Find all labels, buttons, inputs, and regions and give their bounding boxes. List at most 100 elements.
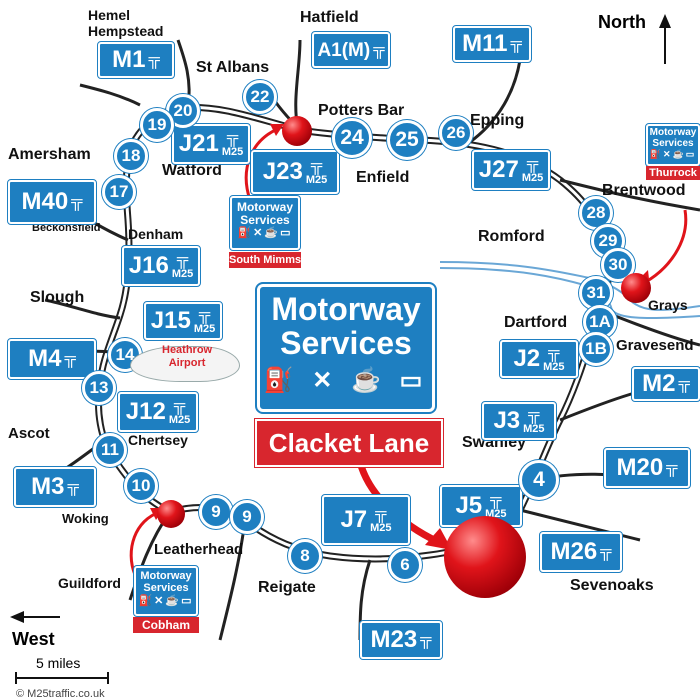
sign-j7: J7╦M25	[321, 494, 411, 546]
services-facilities-icons: ⛽ ✕ ☕ ▭	[263, 367, 429, 395]
services-line2: Services	[280, 324, 412, 361]
j15-label: J15	[150, 307, 191, 334]
motorway-icon: ╦	[548, 344, 560, 361]
sign-m1: M1╦	[97, 41, 175, 79]
services-line2: Services	[240, 212, 290, 227]
m1-label: M1	[112, 46, 146, 73]
sign-j5: J5╦M25	[439, 484, 523, 528]
junction-18: 18	[114, 139, 148, 173]
motorway-icon: ╦	[373, 41, 385, 58]
motorway-icon: ╦	[173, 397, 186, 414]
m25-label: M25	[305, 174, 328, 186]
service-dot-clacket-lane[interactable]	[444, 516, 526, 598]
town-st-albans: St Albans	[196, 59, 270, 76]
junction-10: 10	[124, 469, 158, 503]
services-facilities-icons: ⛽✕☕▭	[649, 149, 697, 159]
sign-j12: J12 ╦M25	[117, 391, 199, 433]
heathrow-line1: Heathrow	[162, 344, 213, 356]
motorway-icon: ╦	[198, 306, 211, 323]
services-sign-cobham: Motorway Services ⛽✕☕▭	[133, 565, 199, 617]
sign-m20: M20╦	[603, 447, 691, 489]
town-sevenoaks: Sevenoaks	[570, 577, 654, 594]
junction-9b: 9	[230, 500, 264, 534]
compass-west: West	[12, 629, 55, 649]
town-hatfield: Hatfield	[300, 9, 359, 26]
j5-label: J5	[455, 492, 483, 519]
junction-26: 26	[439, 116, 473, 150]
services-name-south-mimms: South Mimms	[229, 252, 302, 268]
sign-j23: J23 ╦M25	[250, 149, 340, 195]
town-hemel: Hemel	[88, 7, 131, 23]
town-slough: Slough	[30, 289, 85, 306]
m25-label: M25	[168, 414, 191, 426]
service-dot-cobham[interactable]	[157, 500, 185, 528]
town-watford: Watford	[162, 162, 222, 179]
j23-label: J23	[262, 158, 303, 185]
town-potters-bar: Potters Bar	[318, 102, 405, 119]
heathrow-line2: Airport	[168, 357, 206, 369]
heathrow-label: Heathrow Airport	[162, 344, 212, 370]
j3-label: J3	[493, 407, 521, 434]
sign-j21: J21╦M25	[171, 123, 251, 165]
junction-17: 17	[102, 175, 136, 209]
junction-25: 25	[387, 120, 427, 160]
sign-j3: J3╦M25	[481, 401, 557, 441]
sign-a1m: A1(M)╦	[311, 31, 391, 69]
compass-north: North	[598, 12, 646, 32]
m25-label: M25	[193, 323, 216, 335]
service-dot-thurrock[interactable]	[621, 273, 651, 303]
junction-4: 4	[519, 460, 559, 500]
services-sign-large: Motorway Services ⛽ ✕ ☕ ▭	[255, 282, 437, 414]
m25-label: M25	[521, 172, 544, 184]
sign-j16: J16╦M25	[121, 245, 201, 287]
j12-label: J12	[125, 398, 166, 425]
motorway-icon: ╦	[526, 155, 539, 172]
scale-label: 5 miles	[36, 655, 81, 671]
m11-label: M11	[462, 30, 508, 57]
sign-m11: M11╦	[452, 25, 532, 63]
sign-m4: M4╦	[7, 338, 97, 380]
junction-19: 19	[140, 108, 174, 142]
services-line1: Motorway	[140, 570, 192, 582]
motorway-icon: ╦	[226, 129, 239, 146]
m40-label: M40	[21, 188, 69, 215]
sign-m40: M40╦	[7, 179, 97, 225]
motorway-icon: ╦	[148, 51, 160, 68]
services-sign-south-mimms: Motorway Services ⛽✕☕▭	[229, 195, 301, 251]
motorway-icon: ╦	[310, 157, 323, 174]
m2-label: M2	[642, 370, 676, 397]
m4-label: M4	[28, 345, 62, 372]
town-denham: Denham	[128, 226, 184, 242]
town-epping: Epping	[470, 112, 525, 129]
services-name-cobham: Cobham	[133, 617, 199, 633]
services-name-thurrock: Thurrock	[646, 166, 700, 180]
motorway-icon: ╦	[666, 459, 678, 476]
a1m-label: A1(M)	[317, 39, 371, 61]
m25-label: M25	[485, 508, 507, 520]
junction-1b: 1B	[579, 332, 613, 366]
town-amersham: Amersham	[8, 146, 91, 163]
m3-label: M3	[31, 473, 65, 500]
town-romford: Romford	[478, 228, 545, 245]
m20-label: M20	[616, 454, 664, 481]
airplane-icon	[130, 346, 240, 382]
town-leatherhead: Leatherhead	[154, 541, 244, 558]
motorway-icon: ╦	[176, 251, 189, 268]
heathrow-airport: Heathrow Airport	[130, 338, 240, 386]
service-dot-south-mimms[interactable]	[282, 116, 312, 146]
town-chertsey: Chertsey	[128, 432, 188, 448]
junction-11: 11	[93, 433, 127, 467]
motorway-icon: ╦	[67, 478, 79, 495]
sign-m26: M26╦	[539, 531, 623, 573]
services-facilities-icons: ⛽✕☕▭	[138, 595, 194, 608]
services-name-clacket-lane: Clacket Lane	[254, 418, 444, 468]
j7-label: J7	[340, 506, 368, 533]
j27-label: J27	[478, 156, 519, 183]
motorway-icon: ╦	[528, 406, 540, 423]
town-gravesend: Gravesend	[616, 337, 694, 354]
town-beckonsfield: Beckonsfield	[32, 222, 101, 234]
m26-label: M26	[550, 538, 598, 565]
town-enfield: Enfield	[356, 169, 410, 186]
motorway-icon: ╦	[510, 35, 522, 52]
